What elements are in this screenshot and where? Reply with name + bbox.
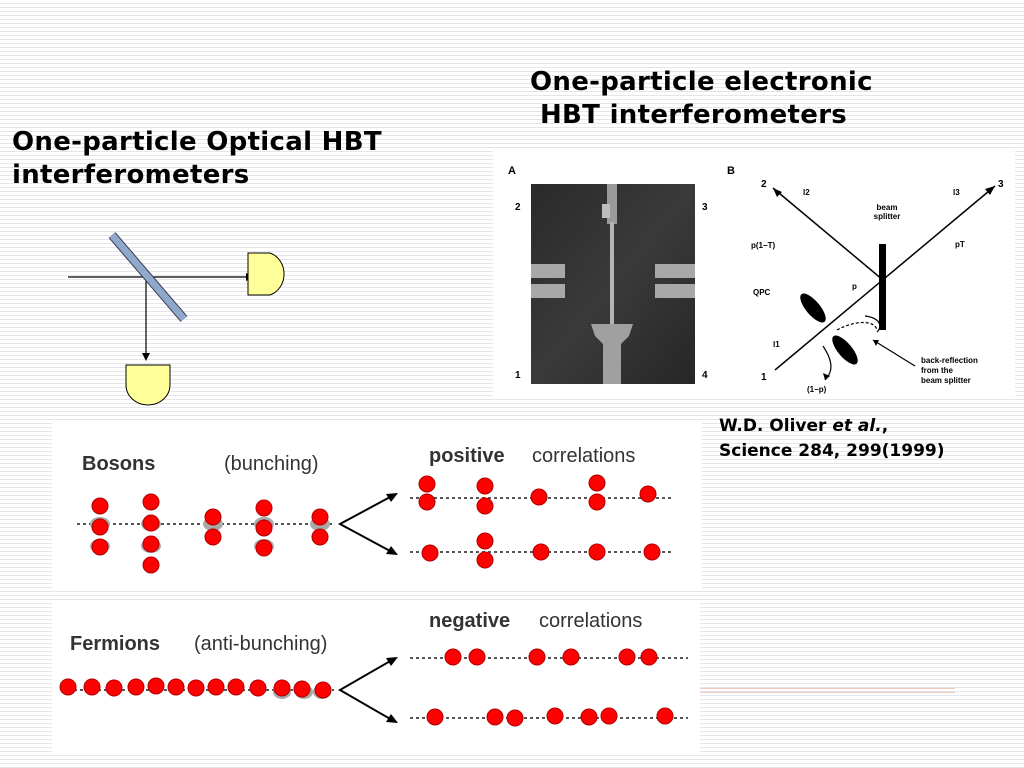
electronic-interferometer-schematic bbox=[772, 185, 996, 381]
arrow-up-icon bbox=[386, 493, 398, 502]
fermions-panel: Fermions (anti-bunching) negative correl… bbox=[52, 600, 700, 752]
arrow-port-3-icon bbox=[985, 186, 995, 195]
bosons-label: Bosons bbox=[82, 453, 156, 475]
p-label: p bbox=[852, 282, 857, 291]
panel-b: B 2 3 1 l2 l3 l1 beam splitter p(1−T) pT… bbox=[715, 148, 1015, 398]
port-b-3-label: 3 bbox=[998, 179, 1004, 190]
fermion-particles bbox=[59, 648, 674, 727]
bosons-panel: Bosons (bunching) positive correlations bbox=[52, 420, 702, 590]
qpc-gate-upper bbox=[800, 293, 826, 323]
arrow-down-icon bbox=[386, 546, 398, 555]
p1t-label: p(1−T) bbox=[751, 241, 776, 250]
qpc-gate-lower bbox=[832, 335, 858, 365]
back-reflection-line2: from the bbox=[921, 366, 953, 375]
bosons-diagram bbox=[77, 474, 672, 574]
fermions-label: Fermions bbox=[70, 633, 161, 655]
port-b-2-label: 2 bbox=[761, 179, 767, 190]
citation-comma: , bbox=[881, 416, 889, 436]
arrow-up-icon bbox=[386, 657, 398, 666]
boson-particles bbox=[91, 474, 661, 574]
citation-line1: W.D. Oliver et al., bbox=[719, 414, 888, 439]
citation-etal: et al. bbox=[832, 416, 882, 436]
beam-splitter-bar bbox=[879, 244, 886, 330]
citation-line2: Science 284, 299(1999) bbox=[719, 441, 945, 461]
anti-bunching-label: (anti-bunching) bbox=[194, 633, 328, 655]
beam-splitter-label: beam splitter bbox=[873, 203, 901, 221]
sem-micrograph bbox=[531, 184, 695, 384]
positive-correlations-label: correlations bbox=[532, 445, 636, 467]
qpc-label: QPC bbox=[753, 288, 771, 297]
panel-b-label: B bbox=[727, 165, 735, 177]
arrow-port-2-icon bbox=[773, 188, 782, 197]
port-3-label: 3 bbox=[702, 202, 708, 213]
optical-title-line1: One-particle Optical HBT bbox=[12, 127, 382, 157]
electronic-title-line1: One-particle electronic bbox=[530, 67, 873, 97]
divider-line bbox=[700, 688, 955, 689]
citation-authors: W.D. Oliver bbox=[719, 416, 833, 436]
arrow-down-icon bbox=[142, 353, 150, 361]
detector-bottom bbox=[125, 364, 171, 406]
beam-splitter bbox=[109, 232, 187, 322]
positive-label: positive bbox=[429, 445, 505, 467]
arrow-back-reflection-icon bbox=[873, 340, 879, 346]
port-1-label: 1 bbox=[515, 370, 521, 381]
fermions-diagram bbox=[59, 648, 688, 727]
pt-label: pT bbox=[955, 240, 965, 249]
divider-line-2 bbox=[700, 692, 955, 693]
l3-label: l3 bbox=[953, 188, 960, 197]
optical-interferometer-diagram bbox=[68, 232, 285, 406]
bunching-label: (bunching) bbox=[224, 453, 319, 475]
l2-label: l2 bbox=[803, 188, 810, 197]
l1-label: l1 bbox=[773, 340, 780, 349]
one-minus-p-label: (1−p) bbox=[807, 385, 827, 394]
detector-right bbox=[247, 252, 285, 296]
arrow-down-icon bbox=[386, 714, 398, 723]
port-4-label: 4 bbox=[702, 370, 708, 381]
electronic-title-line2: HBT interferometers bbox=[540, 100, 848, 130]
port-2-label: 2 bbox=[515, 202, 521, 213]
back-reflection-line3: beam splitter bbox=[921, 376, 971, 385]
panel-a-label: A bbox=[508, 165, 516, 177]
optical-title-line2: interferometers bbox=[12, 160, 250, 190]
negative-label: negative bbox=[429, 610, 511, 632]
back-reflection-line1: back-reflection bbox=[921, 356, 978, 365]
negative-correlations-label: correlations bbox=[539, 610, 643, 632]
port-b-1-label: 1 bbox=[761, 372, 767, 383]
panel-a: A 2 3 1 4 bbox=[493, 148, 715, 398]
